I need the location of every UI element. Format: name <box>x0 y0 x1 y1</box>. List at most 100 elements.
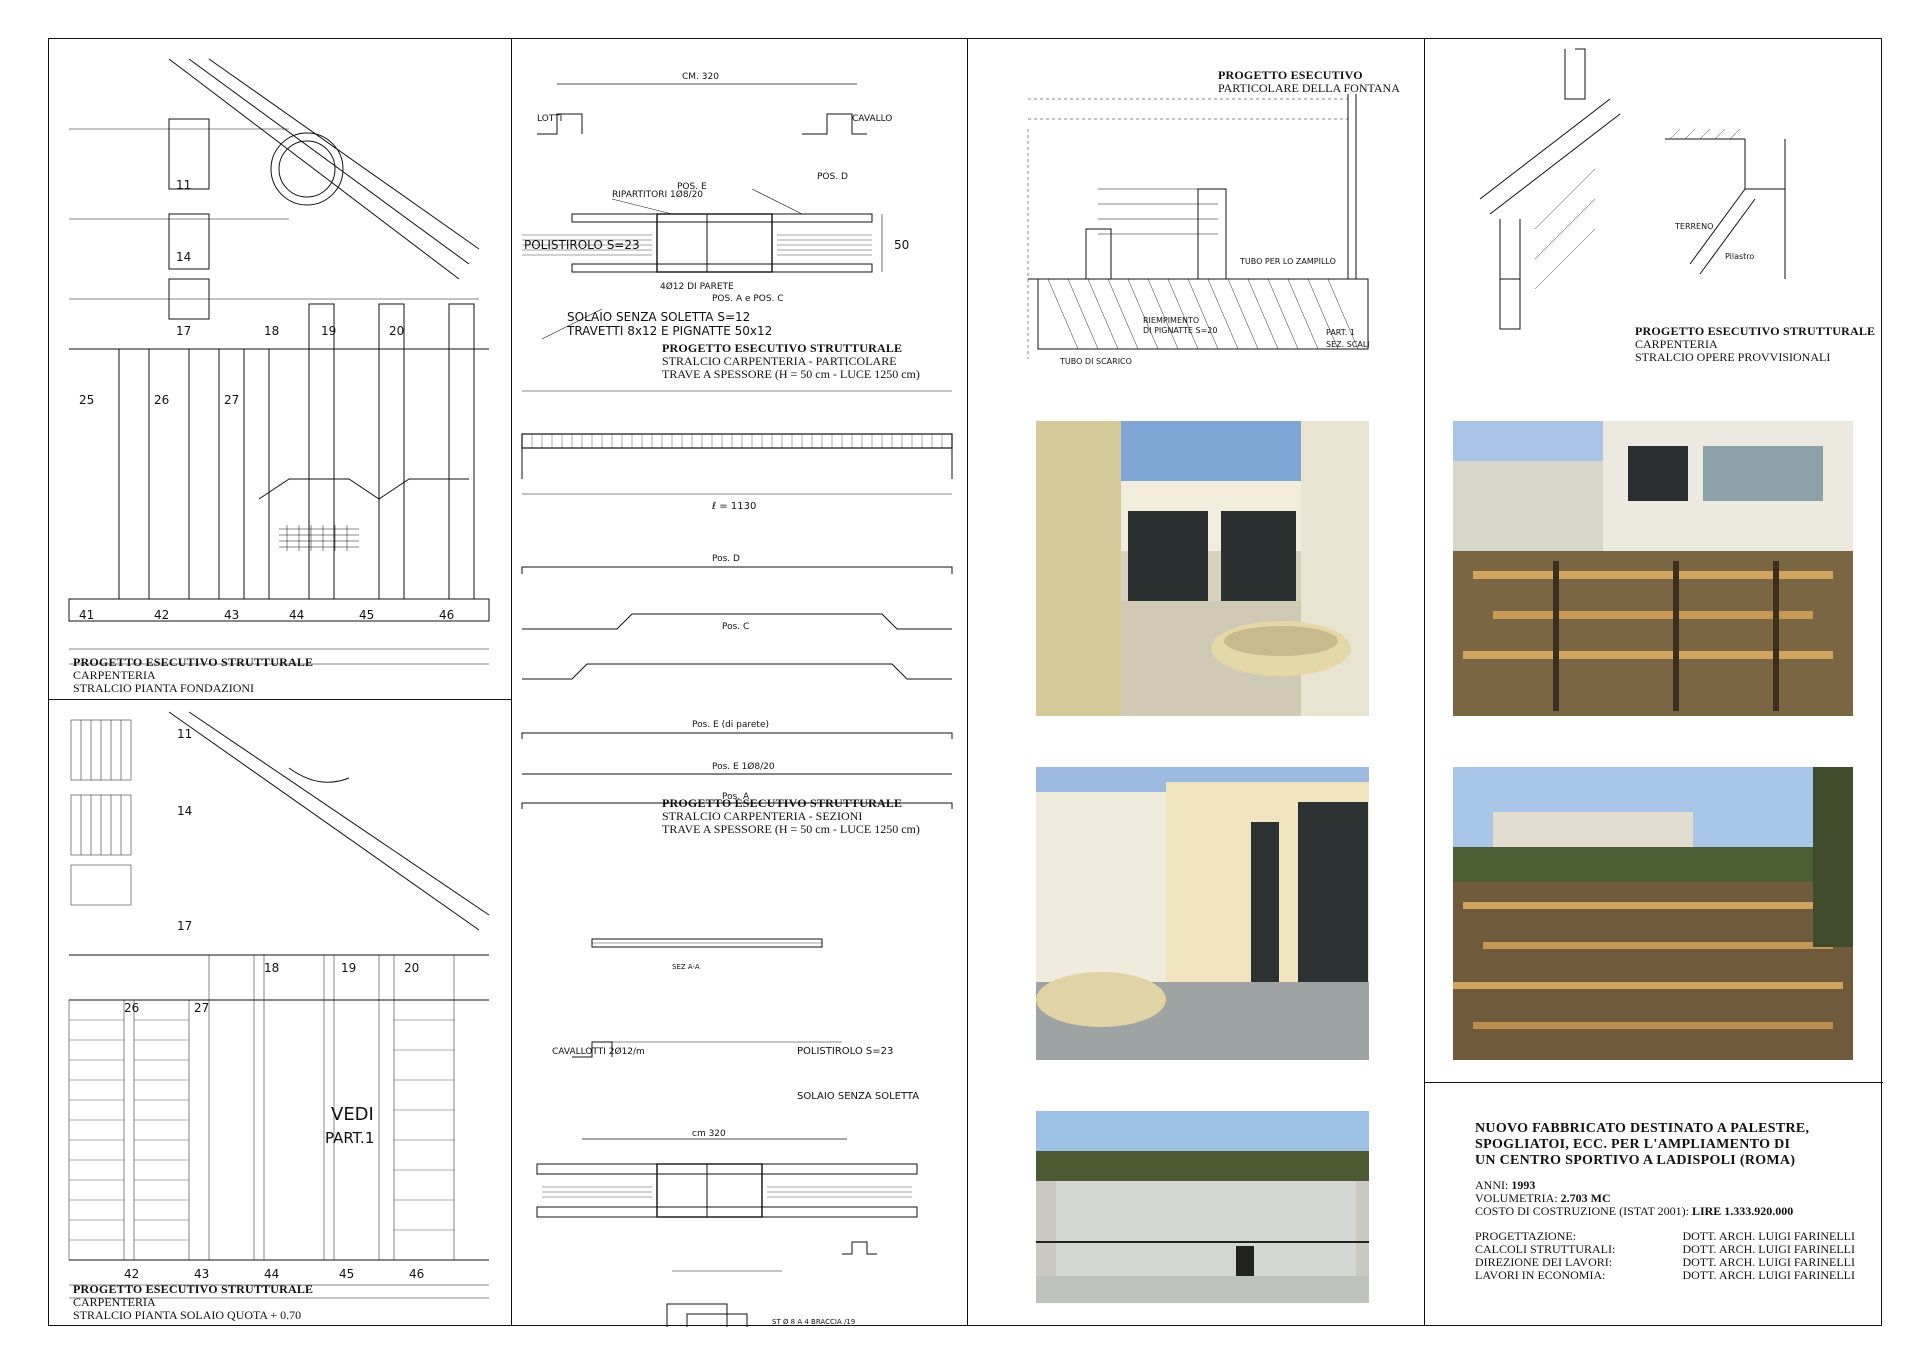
dim-label: Pos. E (di parete) <box>692 720 769 730</box>
svg-text:20: 20 <box>389 324 404 338</box>
svg-text:43: 43 <box>224 608 239 622</box>
dim-label: SEZ. SCALI <box>1326 340 1370 349</box>
beam-details-panel: CM. 320 LOTTI CAVALLO RIPARTITORI 1Ø8/20… <box>512 39 967 1327</box>
dim-label: SOLAIO SENZA SOLETTA <box>797 1091 919 1102</box>
credit-role: LAVORI IN ECONOMIA: <box>1475 1268 1606 1282</box>
dim-label: ℓ = 1130 <box>712 501 756 512</box>
dim-label: Pos. D <box>712 554 740 564</box>
floor-slab-plan-caption: PROGETTO ESECUTIVO STRUTTURALE CARPENTER… <box>73 1283 313 1322</box>
svg-text:17: 17 <box>176 324 191 338</box>
dim-label: Pilastro <box>1725 252 1754 261</box>
credit-row: DIREZIONE DEI LAVORI: DOTT. ARCH. LUIGI … <box>1475 1256 1855 1269</box>
svg-text:46: 46 <box>439 608 454 622</box>
row-divider <box>49 699 511 700</box>
credit-row: LAVORI IN ECONOMIA: DOTT. ARCH. LUIGI FA… <box>1475 1269 1855 1282</box>
project-title-line: SPOGLIATOI, ECC. PER L'AMPLIAMENTO DI <box>1475 1137 1791 1152</box>
years-value: 1993 <box>1511 1178 1536 1192</box>
dim-label: RIPARTITORI 1Ø8/20 <box>612 189 703 200</box>
svg-text:14: 14 <box>177 804 192 818</box>
svg-text:25: 25 <box>79 393 94 407</box>
dim-label: Pos. C <box>722 622 749 632</box>
caption-title: PROGETTO ESECUTIVO STRUTTURALE <box>73 655 314 669</box>
cost-value: LIRE 1.333.920.000 <box>1691 1204 1794 1218</box>
svg-text:42: 42 <box>124 1267 139 1281</box>
caption-line: CARPENTERIA <box>73 668 156 682</box>
dim-label: CAVALLOTTI 2Ø12/m <box>552 1046 645 1057</box>
column-divider <box>511 39 512 1325</box>
caption-title: PROGETTO ESECUTIVO STRUTTURALE <box>73 1282 314 1296</box>
svg-text:45: 45 <box>359 608 374 622</box>
facade-photo <box>1036 767 1369 1060</box>
dim-label: ST Ø 8 A 4 BRACCIA /19 <box>772 1318 855 1326</box>
caption-line: STRALCIO OPERE PROVVISIONALI <box>1635 350 1831 364</box>
caption-title: PROGETTO ESECUTIVO STRUTTURALE <box>1635 324 1876 338</box>
dim-label: LOTTI <box>537 114 562 124</box>
credit-role: PROGETTAZIONE: <box>1475 1229 1577 1243</box>
construction-photo-2 <box>1453 767 1853 1060</box>
fountain-and-photos-panel: RIEMPIMENTO DI PIGNATTE S=20 TUBO PER LO… <box>968 39 1424 1327</box>
fountain-caption: PROGETTO ESECUTIVO PARTICOLARE DELLA FON… <box>1218 69 1400 95</box>
dim-label: SEZ A-A <box>672 963 700 971</box>
credit-name: DOTT. ARCH. LUIGI FARINELLI <box>1682 1268 1855 1282</box>
svg-text:44: 44 <box>289 608 304 622</box>
dim-label: POLISTIROLO S=23 <box>797 1046 893 1057</box>
caption-title: PROGETTO ESECUTIVO STRUTTURALE <box>662 796 903 810</box>
dim-label: RIEMPIMENTO <box>1143 316 1199 325</box>
svg-text:45: 45 <box>339 1267 354 1281</box>
dim-label: TUBO DI SCARICO <box>1059 357 1132 366</box>
svg-text:27: 27 <box>194 1001 209 1015</box>
dim-label: POS. E <box>677 182 707 192</box>
slab-label: SOLAIO SENZA SOLETTA S=12 <box>567 310 750 324</box>
dim-label: 4Ø12 DI PARETE <box>660 281 734 292</box>
dim-label: PART. 1 <box>1326 328 1355 337</box>
row-divider <box>1424 1082 1883 1083</box>
formwork-caption: PROGETTO ESECUTIVO STRUTTURALE CARPENTER… <box>1635 325 1875 364</box>
svg-text:20: 20 <box>404 961 419 975</box>
caption-line: STRALCIO CARPENTERIA - SEZIONI <box>662 809 863 823</box>
caption-line: STRALCIO CARPENTERIA - PARTICOLARE <box>662 354 897 368</box>
svg-text:19: 19 <box>321 324 336 338</box>
svg-text:46: 46 <box>409 1267 424 1281</box>
column-divider <box>967 39 968 1325</box>
part-label: PART.1 <box>325 1129 374 1147</box>
beam-details-drawing: CM. 320 LOTTI CAVALLO RIPARTITORI 1Ø8/20… <box>521 72 953 1327</box>
svg-text:27: 27 <box>224 393 239 407</box>
cost-label: COSTO DI COSTRUZIONE (ISTAT 2001): <box>1475 1204 1689 1218</box>
project-title-line: UN CENTRO SPORTIVO A LADISPOLI (ROMA) <box>1475 1153 1796 1168</box>
dim-label: TERRENO <box>1674 222 1713 231</box>
svg-text:41: 41 <box>79 608 94 622</box>
svg-text:14: 14 <box>176 250 191 264</box>
svg-text:18: 18 <box>264 324 279 338</box>
detail-caption: PROGETTO ESECUTIVO STRUTTURALE STRALCIO … <box>662 342 920 381</box>
volume-label: VOLUMETRIA: <box>1475 1191 1558 1205</box>
column-divider <box>1424 39 1425 1325</box>
sections-caption: PROGETTO ESECUTIVO STRUTTURALE STRALCIO … <box>662 797 920 836</box>
courtyard-photo <box>1036 421 1369 716</box>
dim-label: cm 320 <box>692 1129 726 1139</box>
caption-line: CARPENTERIA <box>1635 337 1718 351</box>
vedi-label: VEDI <box>331 1104 374 1125</box>
caption-title: PROGETTO ESECUTIVO STRUTTURALE <box>662 341 903 355</box>
credit-name: DOTT. ARCH. LUIGI FARINELLI <box>1682 1255 1855 1269</box>
construction-photo-1 <box>1453 421 1853 716</box>
dim-label: TUBO PER LO ZAMPILLO <box>1239 257 1336 266</box>
terrace-photo <box>1036 1111 1369 1303</box>
caption-line: CARPENTERIA <box>73 1295 156 1309</box>
project-info: NUOVO FABBRICATO DESTINATO A PALESTRE, S… <box>1475 1121 1855 1282</box>
caption-line: PARTICOLARE DELLA FONTANA <box>1218 81 1400 95</box>
dim-label: CAVALLO <box>852 114 892 124</box>
svg-text:11: 11 <box>176 178 191 192</box>
svg-text:11: 11 <box>177 727 192 741</box>
credit-role: CALCOLI STRUTTURALI: <box>1475 1242 1616 1256</box>
formwork-and-info-panel: Pilastro TERRENO PROGETTO ESECUTIVO STRU… <box>1425 39 1883 1327</box>
credit-name: DOTT. ARCH. LUIGI FARINELLI <box>1682 1229 1855 1243</box>
cost-row: COSTO DI COSTRUZIONE (ISTAT 2001): LIRE … <box>1475 1205 1855 1218</box>
slab-label: TRAVETTI 8x12 E PIGNATTE 50x12 <box>566 324 772 338</box>
fountain-section-drawing: RIEMPIMENTO DI PIGNATTE S=20 TUBO PER LO… <box>1027 94 1370 366</box>
formwork-detail-drawing: Pilastro TERRENO <box>1479 48 1786 330</box>
caption-line: STRALCIO PIANTA SOLAIO QUOTA + 0.70 <box>73 1308 302 1322</box>
dim-label: POS. A e POS. C <box>712 294 784 304</box>
caption-title: PROGETTO ESECUTIVO <box>1218 68 1363 82</box>
